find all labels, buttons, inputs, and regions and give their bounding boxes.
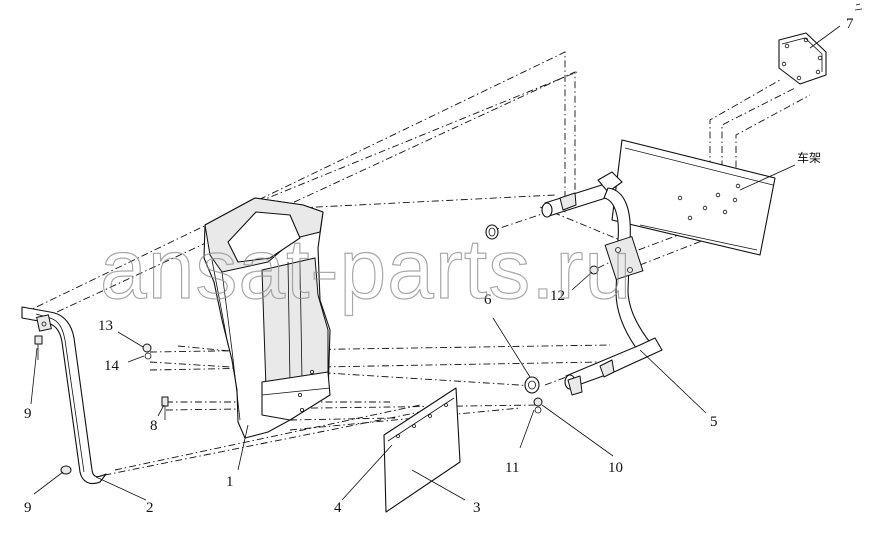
bracket-tube-part-5: [541, 171, 663, 396]
callout-frame: 车架: [797, 150, 821, 165]
grommets-part-6: [485, 224, 540, 394]
callout-8: 8: [150, 418, 158, 434]
callout-1: 1: [226, 474, 234, 490]
callout-14: 14: [104, 358, 120, 374]
callout-9-upper: 9: [24, 406, 32, 422]
mud-flap-part-3: [383, 387, 461, 513]
frame-rail: [611, 139, 776, 256]
callout-4: 4: [334, 500, 342, 516]
callout-6: 6: [484, 292, 492, 308]
mounting-plate-part-7: [778, 3, 863, 85]
support-strap-part-2: [21, 306, 107, 485]
nut-part-13: [142, 343, 152, 353]
leader-lines: [30, 25, 841, 501]
callout-10: 10: [608, 460, 623, 476]
bolt-part-9-upper: [34, 335, 43, 360]
nut-part-11: [534, 406, 542, 414]
callout-7: 7: [846, 16, 854, 32]
washer-part-14: [144, 352, 152, 360]
watermark-text: ansat-parts.ru: [100, 222, 632, 316]
callout-13: 13: [98, 318, 113, 334]
callout-9-lower: 9: [24, 500, 32, 516]
callout-labels: 1 2 3 4 5 6 7 8 9 9 10 11 12 13 14 车架: [24, 16, 854, 516]
callout-3: 3: [473, 500, 481, 516]
fasteners: [34, 265, 599, 475]
bolt-part-8: [161, 396, 169, 420]
callout-12: 12: [550, 288, 565, 304]
bolt-part-10: [533, 397, 543, 407]
bolt-part-9-lower: [60, 465, 72, 475]
fender-body-part-1: [203, 197, 331, 439]
callout-5: 5: [710, 414, 718, 430]
callout-11: 11: [505, 460, 519, 476]
callout-2: 2: [146, 500, 154, 516]
